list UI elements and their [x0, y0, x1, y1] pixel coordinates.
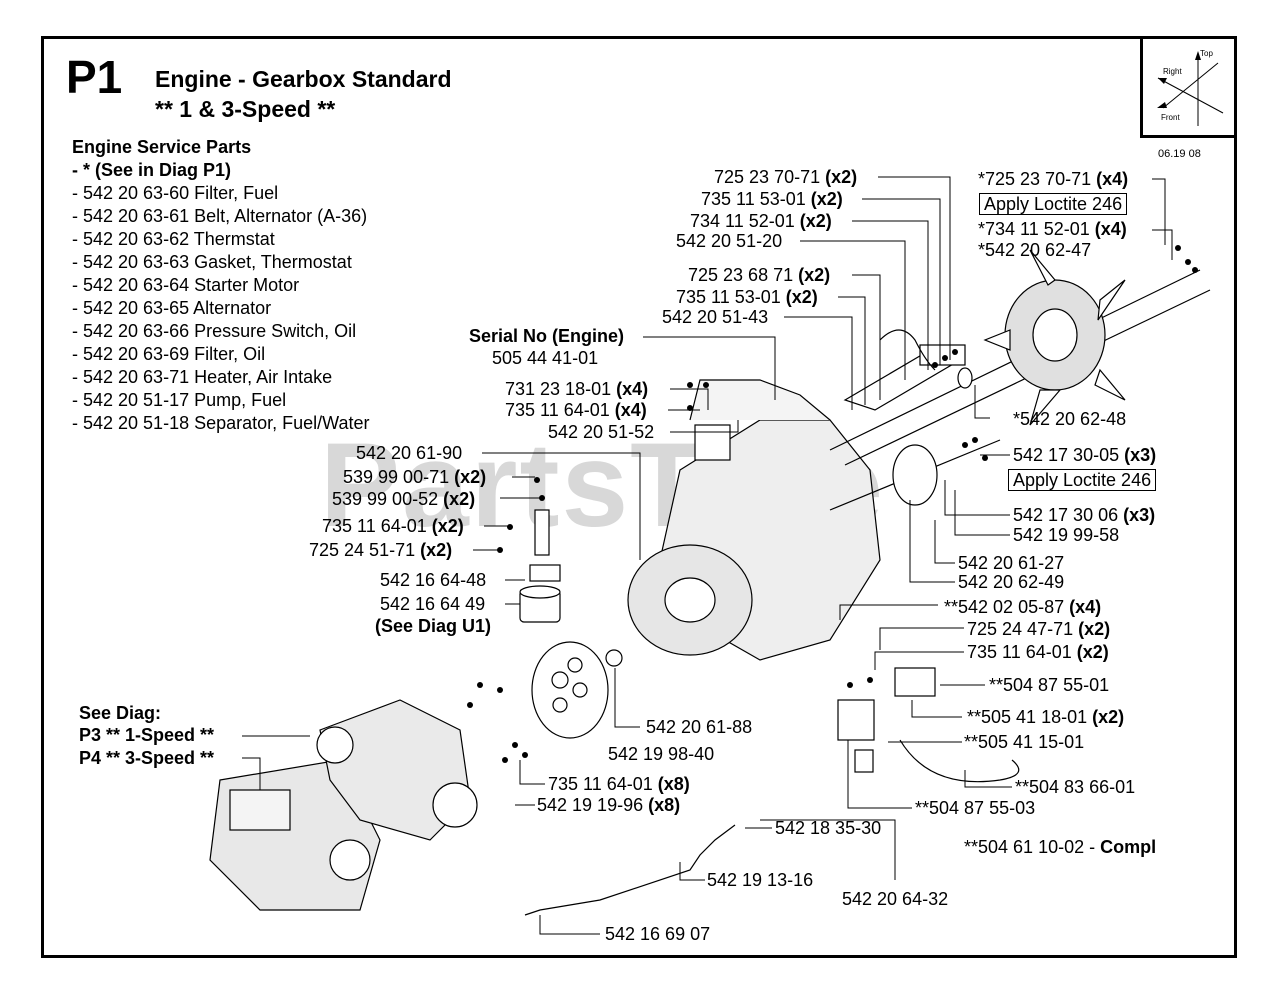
- part-callout[interactable]: 542 20 51-20: [676, 231, 783, 251]
- part-callout[interactable]: 725 23 70-71 (x2): [714, 167, 858, 187]
- gearbox-1speed: [316, 699, 478, 841]
- part-callout[interactable]: **504 61 10-02 - Compl: [964, 837, 1157, 857]
- part-callout[interactable]: **505 41 18-01 (x2): [967, 707, 1125, 727]
- diagram-frame: [41, 36, 1237, 958]
- engine-head: [689, 379, 831, 421]
- loctite-note: Apply Loctite 246: [979, 193, 1128, 215]
- serial-no-label: Serial No (Engine): [469, 326, 625, 346]
- drive-plate: [892, 444, 938, 506]
- coolant-hose: [879, 329, 936, 371]
- part-callout[interactable]: *734 11 52-01 (x4): [978, 219, 1127, 239]
- service-item: - 542 20 63-65 Alternator: [72, 298, 272, 318]
- part-callout[interactable]: *542 20 62-47: [978, 240, 1092, 260]
- part-callout[interactable]: 735 11 53-01 (x2): [676, 287, 818, 307]
- part-callout[interactable]: 542 16 64 49: [380, 594, 486, 614]
- relay-box: [837, 699, 875, 741]
- part-callout[interactable]: 542 20 61-88: [646, 717, 753, 737]
- service-item: - 542 20 51-17 Pump, Fuel: [72, 390, 287, 410]
- relay-1: [894, 667, 936, 697]
- part-callout[interactable]: 735 11 64-01 (x4): [505, 400, 647, 420]
- part-callout[interactable]: 539 99 00-71 (x2): [343, 467, 487, 487]
- part-callout[interactable]: 725 24 51-71 (x2): [309, 540, 453, 560]
- cooling-fan: [983, 249, 1126, 426]
- service-item: - 542 20 63-61 Belt, Alternator (A-36): [72, 206, 368, 226]
- part-callout[interactable]: **504 87 55-01: [989, 675, 1110, 695]
- part-callout[interactable]: 542 18 35-30: [775, 818, 882, 838]
- part-callout[interactable]: 542 20 64-32: [842, 889, 949, 909]
- part-callout[interactable]: 542 17 30-05 (x3): [1013, 445, 1157, 465]
- part-callout[interactable]: 542 17 30 06 (x3): [1013, 505, 1156, 525]
- service-item: - 542 20 63-63 Gasket, Thermostat: [72, 252, 352, 272]
- service-item: - * (See in Diag P1): [72, 160, 232, 180]
- part-callout[interactable]: 725 23 68 71 (x2): [688, 265, 831, 285]
- part-callout[interactable]: 731 23 18-01 (x4): [505, 379, 649, 399]
- seal-ring: [605, 649, 623, 667]
- part-callout[interactable]: 542 16 69 07: [605, 924, 711, 944]
- fan-spacer: [957, 367, 973, 389]
- orientation-compass: Top Right Front: [1140, 38, 1235, 138]
- revision-date: 06.19 08: [1158, 148, 1201, 160]
- part-callout[interactable]: 542 16 64-48: [380, 570, 487, 590]
- part-callout[interactable]: **504 83 66-01: [1015, 777, 1136, 797]
- part-callout[interactable]: **505 41 15-01: [964, 732, 1085, 752]
- service-item: - 542 20 63-66 Pressure Switch, Oil: [72, 321, 357, 341]
- page-code: P1: [66, 51, 123, 103]
- see-diag-p4-link[interactable]: P4 ** 3-Speed **: [79, 748, 215, 768]
- part-callout[interactable]: 542 20 61-90: [356, 443, 463, 463]
- part-callout[interactable]: **542 02 05-87 (x4): [944, 597, 1102, 617]
- page-subtitle: ** 1 & 3-Speed **: [155, 96, 336, 122]
- part-callout[interactable]: 542 20 62-49: [958, 572, 1065, 592]
- part-callout[interactable]: *542 20 62-48: [1013, 409, 1127, 429]
- service-item: - 542 20 63-71 Heater, Air Intake: [72, 367, 333, 387]
- filter-bracket: [529, 564, 561, 582]
- part-callout[interactable]: 505 44 41-01: [492, 348, 599, 368]
- part-callout[interactable]: 542 20 51-52: [548, 422, 655, 442]
- see-diag-heading: See Diag:: [79, 703, 162, 723]
- compass-front-label: Front: [1161, 113, 1180, 122]
- part-callout[interactable]: 725 24 47-71 (x2): [967, 619, 1111, 639]
- flywheel-plate: [531, 641, 609, 739]
- service-parts-heading: Engine Service Parts: [72, 137, 252, 157]
- part-callout[interactable]: 734 11 52-01 (x2): [690, 211, 832, 231]
- speed-cable: [524, 824, 736, 916]
- thermostat-housing: [694, 424, 731, 461]
- part-callout[interactable]: **504 87 55-03: [915, 798, 1036, 818]
- part-callout[interactable]: 542 19 99-58: [1013, 525, 1120, 545]
- compass-top-label: Top: [1200, 49, 1213, 58]
- part-callout[interactable]: 542 20 51-43: [662, 307, 769, 327]
- page-title: Engine - Gearbox Standard: [155, 66, 452, 92]
- part-callout[interactable]: 542 19 98-40: [608, 744, 715, 764]
- part-callout[interactable]: *725 23 70-71 (x4): [978, 169, 1129, 189]
- part-callout[interactable]: 542 19 13-16: [707, 870, 814, 890]
- terminal-block: [854, 749, 874, 773]
- bracket-strip: [534, 509, 550, 556]
- see-diag-p3-link[interactable]: P3 ** 1-Speed **: [79, 725, 215, 745]
- service-item: - 542 20 63-60 Filter, Fuel: [72, 183, 279, 203]
- service-item: - 542 20 63-69 Filter, Oil: [72, 344, 266, 364]
- service-item: - 542 20 51-18 Separator, Fuel/Water: [72, 413, 370, 433]
- part-callout[interactable]: 735 11 53-01 (x2): [701, 189, 843, 209]
- loctite-note: Apply Loctite 246: [1008, 469, 1157, 491]
- compass-right-label: Right: [1163, 67, 1182, 76]
- part-callout[interactable]: 735 11 64-01 (x2): [967, 642, 1109, 662]
- service-item: - 542 20 63-62 Thermstat: [72, 229, 275, 249]
- wire-harness: [899, 739, 1020, 783]
- part-callout[interactable]: 539 99 00-52 (x2): [332, 489, 476, 509]
- part-callout[interactable]: 735 11 64-01 (x2): [322, 516, 464, 536]
- see-diag-u1[interactable]: (See Diag U1): [375, 616, 492, 636]
- service-item: - 542 20 63-64 Starter Motor: [72, 275, 300, 295]
- part-callout[interactable]: 542 20 61-27: [958, 553, 1065, 573]
- part-callout[interactable]: 542 19 19-96 (x8): [537, 795, 681, 815]
- part-callout[interactable]: 735 11 64-01 (x8): [548, 774, 690, 794]
